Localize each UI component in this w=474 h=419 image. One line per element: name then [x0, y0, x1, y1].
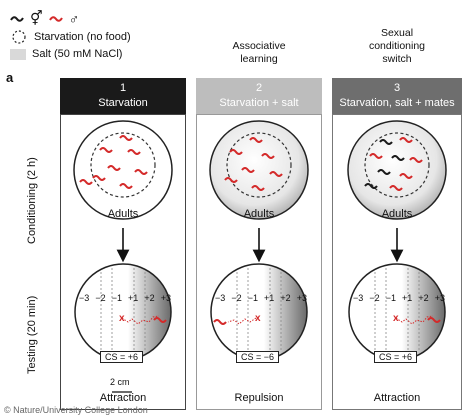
worms-plate-2 — [224, 137, 283, 191]
condition-number: 1 — [119, 82, 127, 94]
testing-plate-2: x — [210, 263, 308, 361]
scale-label: +2 — [280, 293, 291, 303]
header-condition-2: 2 Starvation + salt — [196, 78, 322, 114]
scale-label: +1 — [128, 293, 139, 303]
condition-number: 3 — [393, 82, 401, 94]
adults-label-3: Adults — [381, 208, 413, 220]
conditioning-plate-2 — [209, 120, 309, 220]
condition-name: Starvation — [98, 97, 148, 109]
adults-label-1: Adults — [107, 208, 139, 220]
scale-label: −2 — [369, 293, 380, 303]
adults-label-2: Adults — [243, 208, 275, 220]
legend-starvation-label: Starvation (no food) — [34, 31, 131, 43]
condition-name: Starvation + salt — [219, 97, 299, 109]
scale-label: +3 — [296, 293, 307, 303]
header-condition-3: 3 Starvation, salt + mates — [332, 78, 462, 114]
legend-salt: Salt (50 mM NaCl) — [10, 48, 122, 60]
black-worm-icon — [10, 15, 24, 22]
scale-label: −1 — [111, 293, 122, 303]
scale-labels-3: −3 −2 −1 +1 +2 +3 — [353, 293, 445, 303]
scale-labels-1: −3 −2 −1 +1 +2 +3 — [79, 293, 171, 303]
copyright-notice: © Nature/University College London — [4, 405, 148, 415]
male-symbol: ♂ — [68, 10, 80, 27]
title-line: conditioning — [368, 40, 426, 52]
scale-label: +2 — [144, 293, 155, 303]
conditioning-plate-1 — [73, 120, 173, 220]
scale-label: −2 — [95, 293, 106, 303]
legend-starvation: Starvation (no food) — [10, 30, 131, 44]
scale-label: −1 — [247, 293, 258, 303]
title-line: Associative — [232, 40, 286, 52]
scale-label: +2 — [418, 293, 429, 303]
scale-bar-label: 2 cm — [110, 377, 130, 387]
salt-swatch — [10, 48, 26, 60]
legend-worm-symbols: ⚥ ♂ — [10, 10, 79, 27]
result-label-1: Attraction — [99, 392, 147, 404]
svg-text:x: x — [255, 313, 261, 324]
testing-plate-1: x — [74, 263, 172, 361]
scale-label: +3 — [434, 293, 445, 303]
title-associative-learning: Associative learning — [198, 40, 320, 66]
scale-label: −3 — [353, 293, 364, 303]
scale-label: +1 — [402, 293, 413, 303]
result-label-2: Repulsion — [234, 392, 284, 404]
title-line: Sexual — [380, 27, 414, 39]
scale-labels-2: −3 −2 −1 +1 +2 +3 — [215, 293, 307, 303]
scale-label: −1 — [385, 293, 396, 303]
condition-name: Starvation, salt + mates — [339, 97, 455, 109]
svg-text:x: x — [393, 313, 399, 324]
scale-label: −3 — [215, 293, 226, 303]
worms-plate-3 — [364, 137, 423, 191]
title-sexual-conditioning: Sexual conditioning switch — [333, 27, 461, 66]
hermaphrodite-symbol: ⚥ — [30, 10, 43, 26]
result-label-3: Attraction — [373, 392, 421, 404]
scale-label: +1 — [264, 293, 275, 303]
dashed-circle-icon — [12, 30, 26, 44]
scale-label: −3 — [79, 293, 90, 303]
header-condition-1: 1 Starvation — [60, 78, 186, 114]
worms-plate-1 — [79, 135, 148, 189]
legend-salt-label: Salt (50 mM NaCl) — [32, 48, 123, 60]
testing-plate-3: x — [348, 263, 446, 361]
title-line: learning — [240, 53, 278, 65]
cs-score-2: CS = −6 — [236, 351, 280, 363]
cs-score-3: CS = +6 — [374, 351, 418, 363]
svg-text:x: x — [119, 313, 125, 324]
red-worm-icon — [48, 15, 63, 22]
scale-label: −2 — [231, 293, 242, 303]
conditioning-plate-3 — [347, 120, 447, 220]
cs-score-1: CS = +6 — [100, 351, 144, 363]
scale-label: +3 — [160, 293, 171, 303]
panel-label: a — [6, 70, 14, 85]
condition-number: 2 — [255, 82, 263, 94]
title-line: switch — [382, 53, 412, 65]
